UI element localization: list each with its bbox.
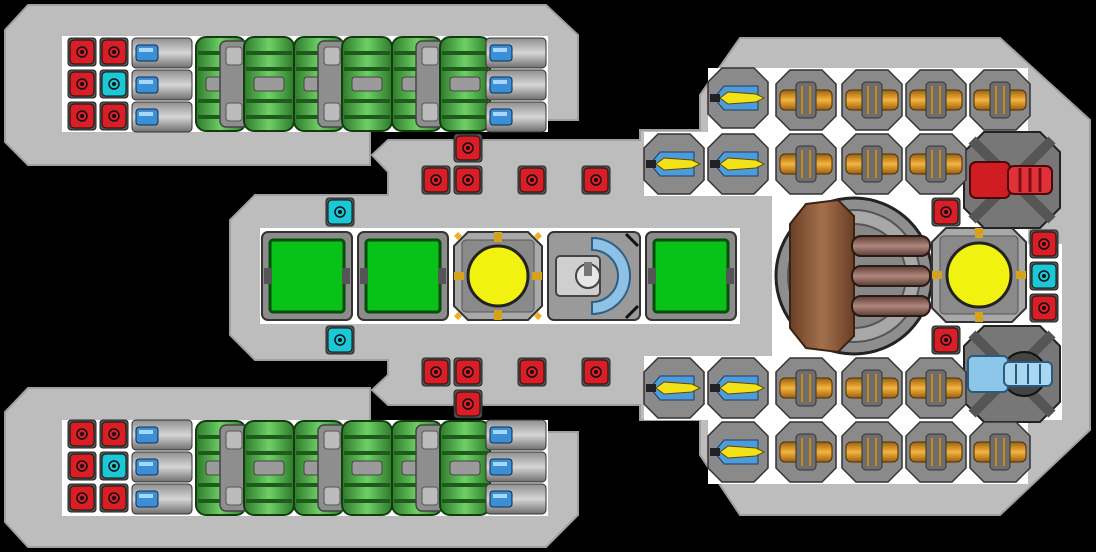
cargo-block-3[interactable] xyxy=(645,231,737,321)
cyan-module[interactable] xyxy=(1029,261,1059,291)
red-module[interactable] xyxy=(581,357,611,387)
weapon-bank-bottom xyxy=(643,357,1031,483)
reactor-core-left[interactable] xyxy=(453,231,543,321)
gold-autocannon[interactable] xyxy=(905,421,967,483)
missile-launcher[interactable] xyxy=(707,421,769,483)
central-corridor xyxy=(261,231,737,321)
fuel-injector[interactable] xyxy=(485,483,547,515)
red-module[interactable] xyxy=(421,357,451,387)
weapon-bank-top xyxy=(643,67,1031,195)
red-module[interactable] xyxy=(581,165,611,195)
red-module[interactable] xyxy=(453,165,483,195)
cyan-module[interactable] xyxy=(99,69,129,99)
cargo-block-2[interactable] xyxy=(357,231,449,321)
connector-modules xyxy=(325,133,1059,419)
pipe-connector xyxy=(219,40,249,128)
red-module[interactable] xyxy=(931,325,961,355)
red-module[interactable] xyxy=(453,389,483,419)
red-module-cluster-top xyxy=(67,37,129,131)
gold-autocannon[interactable] xyxy=(841,421,903,483)
missile-launcher[interactable] xyxy=(707,357,769,419)
pipe-connector xyxy=(415,424,445,512)
fuel-injector[interactable] xyxy=(131,483,193,515)
blue-injector-stack-bottom-left xyxy=(131,419,193,515)
green-tank-array-bottom xyxy=(195,420,491,516)
pipe-connector xyxy=(317,424,347,512)
gold-autocannon[interactable] xyxy=(775,133,837,195)
missile-launcher[interactable] xyxy=(643,133,705,195)
fuel-injector[interactable] xyxy=(485,37,547,69)
fuel-injector[interactable] xyxy=(485,419,547,451)
red-module[interactable] xyxy=(67,419,97,449)
red-module[interactable] xyxy=(453,357,483,387)
blue-injector-stack-bottom-right xyxy=(485,419,547,515)
top-arm-modules xyxy=(67,36,547,133)
fuel-injector[interactable] xyxy=(131,69,193,101)
cyan-module[interactable] xyxy=(325,325,355,355)
green-tank[interactable] xyxy=(439,36,491,132)
red-module[interactable] xyxy=(99,37,129,67)
red-module[interactable] xyxy=(67,101,97,131)
green-tank[interactable] xyxy=(341,420,393,516)
fuel-injector[interactable] xyxy=(485,451,547,483)
red-module[interactable] xyxy=(1029,229,1059,259)
gold-autocannon[interactable] xyxy=(841,357,903,419)
gold-autocannon[interactable] xyxy=(841,133,903,195)
red-module[interactable] xyxy=(931,197,961,227)
main-cannon-turret[interactable] xyxy=(774,196,934,356)
red-module[interactable] xyxy=(67,37,97,67)
missile-launcher[interactable] xyxy=(707,67,769,129)
red-module[interactable] xyxy=(99,419,129,449)
reactor-core-right[interactable] xyxy=(931,227,1027,323)
gold-autocannon[interactable] xyxy=(775,69,837,131)
red-module[interactable] xyxy=(421,165,451,195)
red-module[interactable] xyxy=(67,69,97,99)
blue-injector-stack-top-left xyxy=(131,37,193,133)
green-tank[interactable] xyxy=(439,420,491,516)
fuel-injector[interactable] xyxy=(131,101,193,133)
cargo-block-1[interactable] xyxy=(261,231,353,321)
red-module[interactable] xyxy=(99,483,129,513)
gold-autocannon[interactable] xyxy=(969,421,1031,483)
red-module[interactable] xyxy=(453,133,483,163)
gold-autocannon[interactable] xyxy=(775,357,837,419)
red-heavy-cannon[interactable] xyxy=(963,131,1061,229)
fuel-injector[interactable] xyxy=(131,419,193,451)
cyan-module[interactable] xyxy=(99,451,129,481)
missile-launcher[interactable] xyxy=(707,133,769,195)
red-module[interactable] xyxy=(99,101,129,131)
green-tank[interactable] xyxy=(243,36,295,132)
green-tank[interactable] xyxy=(243,420,295,516)
green-tank[interactable] xyxy=(341,36,393,132)
gold-autocannon[interactable] xyxy=(969,69,1031,131)
gold-autocannon[interactable] xyxy=(775,421,837,483)
gold-autocannon[interactable] xyxy=(905,69,967,131)
red-module-cluster-bottom xyxy=(67,419,129,513)
blue-beam-cannon[interactable] xyxy=(963,325,1061,423)
gold-autocannon[interactable] xyxy=(905,133,967,195)
gold-autocannon[interactable] xyxy=(841,69,903,131)
fuel-injector[interactable] xyxy=(131,451,193,483)
red-module[interactable] xyxy=(517,357,547,387)
bottom-arm-modules xyxy=(67,419,547,516)
fuel-injector[interactable] xyxy=(131,37,193,69)
missile-launcher[interactable] xyxy=(643,357,705,419)
shield-generator[interactable] xyxy=(547,231,641,321)
pipe-connector xyxy=(317,40,347,128)
red-module[interactable] xyxy=(1029,293,1059,323)
red-module[interactable] xyxy=(517,165,547,195)
red-module[interactable] xyxy=(67,483,97,513)
cyan-module[interactable] xyxy=(325,197,355,227)
gold-autocannon[interactable] xyxy=(905,357,967,419)
fuel-injector[interactable] xyxy=(485,69,547,101)
fuel-injector[interactable] xyxy=(485,101,547,133)
red-module[interactable] xyxy=(67,451,97,481)
blue-injector-stack-top-right xyxy=(485,37,547,133)
green-tank-array-top xyxy=(195,36,491,132)
